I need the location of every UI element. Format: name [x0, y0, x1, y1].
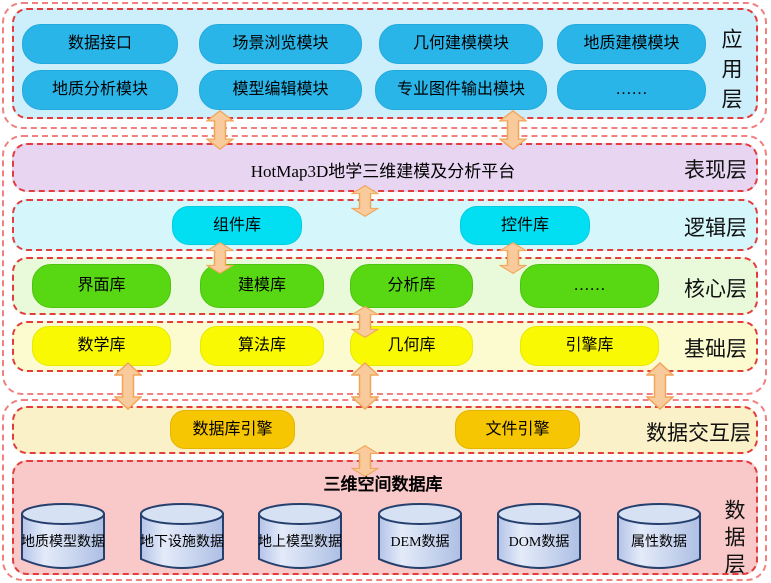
spatial-database-title: 三维空间数据库: [323, 475, 443, 494]
arrow-logic-core-left-icon: [206, 242, 234, 274]
arrow-foundation-interaction-right-icon: [646, 362, 674, 410]
node-component-library: 组件库: [172, 206, 302, 245]
node-geometry-modeling-module: 几何建模模块: [379, 24, 543, 64]
platform-title: HotMap3D地学三维建模及分析平台: [250, 162, 516, 181]
group-frame-data: [2, 399, 767, 581]
database-cylinder-icon: [617, 503, 701, 569]
db-geology-model-data: 地质模型数据: [20, 502, 106, 574]
db-dem-data: DEM数据: [377, 502, 463, 574]
node-geology-analysis-module: 地质分析模块: [22, 70, 178, 110]
data-layer-label: 数据层: [722, 499, 746, 580]
arrow-app-presentation-right-icon: [499, 110, 527, 150]
presentation-layer-box: [12, 143, 758, 192]
node-core-ellipsis: ……: [520, 264, 659, 308]
core-layer-label: 核心层: [684, 277, 747, 301]
arrow-logic-core-right-icon: [499, 242, 527, 274]
db-dom-data: DOM数据: [496, 502, 582, 574]
db-attribute-data: 属性数据: [616, 502, 702, 574]
node-geometry-library: 几何库: [350, 326, 473, 366]
db-label: 地上模型数据: [258, 534, 342, 550]
arrow-interaction-data-icon: [351, 445, 379, 477]
database-cylinder-icon: [258, 503, 342, 569]
database-cylinder-icon: [140, 503, 224, 569]
node-data-interface: 数据接口: [22, 24, 178, 64]
arrow-presentation-logic-icon: [351, 185, 379, 217]
db-underground-facility-data: 地下设施数据: [139, 502, 225, 574]
node-engine-library: 引擎库: [520, 326, 659, 366]
database-cylinder-icon: [497, 503, 581, 569]
application-layer-label: 应用层: [719, 28, 743, 118]
node-analysis-library: 分析库: [350, 264, 473, 308]
database-cylinder-icon: [21, 503, 105, 569]
node-control-library: 控件库: [460, 206, 590, 245]
presentation-layer-label: 表现层: [684, 158, 747, 182]
node-database-engine: 数据库引擎: [170, 410, 295, 449]
db-label: DEM数据: [390, 534, 450, 550]
node-ui-library: 界面库: [32, 264, 171, 308]
node-scene-browse-module: 场景浏览模块: [199, 24, 362, 64]
group-frame-application: [2, 2, 767, 129]
node-file-engine: 文件引擎: [455, 410, 580, 449]
interaction-layer-box: [12, 406, 758, 454]
node-app-ellipsis: ……: [557, 70, 706, 110]
node-model-edit-module: 模型编辑模块: [199, 70, 362, 110]
db-label: DOM数据: [508, 534, 570, 550]
arrow-app-presentation-left-icon: [206, 110, 234, 150]
db-label: 地质模型数据: [21, 534, 105, 550]
database-cylinder-icon: [378, 503, 462, 569]
logic-layer-box: [12, 199, 758, 251]
foundation-layer-label: 基础层: [684, 337, 747, 361]
node-geology-modeling-module: 地质建模模块: [557, 24, 706, 64]
arrow-core-foundation-icon: [351, 306, 379, 338]
node-math-library: 数学库: [32, 326, 171, 366]
db-aboveground-model-data: 地上模型数据: [257, 502, 343, 574]
node-map-output-module: 专业图件输出模块: [375, 70, 547, 110]
node-algorithm-library: 算法库: [200, 326, 324, 366]
db-label: 地下设施数据: [140, 534, 224, 550]
group-frame-platform: [2, 135, 767, 395]
db-label: 属性数据: [631, 534, 687, 550]
interaction-layer-label: 数据交互层: [646, 421, 751, 445]
logic-layer-label: 逻辑层: [684, 216, 747, 240]
arrow-foundation-interaction-left-icon: [114, 362, 142, 410]
arrow-foundation-interaction-center-icon: [351, 362, 379, 410]
